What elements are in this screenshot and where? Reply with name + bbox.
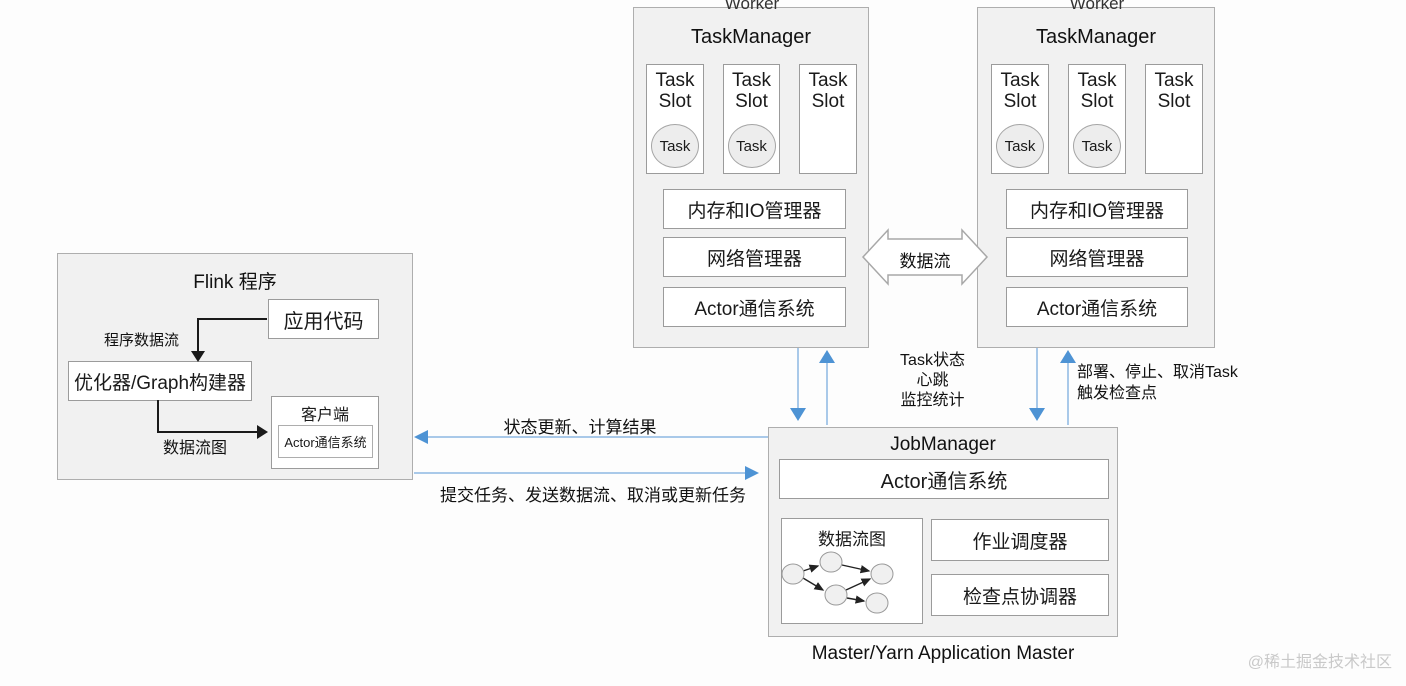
taskmanager-1-slot-2: Task Slot Task: [723, 64, 780, 174]
app-code-box: 应用代码: [268, 299, 379, 339]
task-circle: Task: [1073, 124, 1121, 168]
flink-program-panel: Flink 程序 应用代码 程序数据流 优化器/Graph构建器 数据流图 客户…: [57, 253, 413, 480]
status-update-label: 状态更新、计算结果: [503, 418, 657, 437]
task-circle: Task: [651, 124, 699, 168]
watermark: @稀土掘金技术社区: [1247, 654, 1392, 671]
taskmanager-2-worker-label: Worker: [1069, 0, 1125, 13]
monitor-stats-line: 监控统计: [900, 392, 965, 409]
jobmanager-subtitle: Master/Yarn Application Master: [811, 643, 1075, 664]
checkpoint-coordinator-box: 检查点协调器: [931, 574, 1109, 616]
dataflow-arrow-label: 数据流: [899, 252, 951, 271]
deploy-trigger-label: 部署、停止、取消Task 触发检查点: [1077, 363, 1257, 405]
trigger-checkpoint-line: 触发检查点: [1077, 384, 1158, 402]
taskmanager-2-title: TaskManager: [1035, 26, 1157, 48]
jobmanager-title: JobManager: [890, 434, 996, 455]
taskmanager-2-slot-2: Task Slot Task: [1068, 64, 1126, 174]
taskstatus-heartbeat-label: Task状态 心跳 监控统计: [870, 351, 995, 411]
taskmanager-2-slot-1: Task Slot Task: [991, 64, 1049, 174]
taskmanager-1-slot-3: Task Slot: [799, 64, 857, 174]
arrow-jobmanager-to-taskmanager1: [819, 350, 835, 425]
taskmanager-1-title: TaskManager: [690, 26, 812, 48]
client-title: 客户端: [300, 407, 349, 424]
program-dataflow-label: 程序数据流: [104, 332, 180, 349]
arrow-jobmanager-to-taskmanager2: [1060, 350, 1076, 425]
job-scheduler-box: 作业调度器: [931, 519, 1109, 561]
dataflow-graph-box-title: 数据流图: [818, 530, 886, 549]
taskmanager-2-panel: Worker TaskManager Task Slot Task Task S…: [977, 0, 1215, 348]
taskmanager-1-panel: Worker TaskManager Task Slot Task Task S…: [633, 0, 869, 348]
taskmanager-2-slot-3: Task Slot: [1145, 64, 1203, 174]
task-status-line: Task状态: [900, 352, 965, 369]
arrow-taskmanager2-to-jobmanager: [1029, 348, 1045, 421]
heartbeat-line: 心跳: [916, 372, 949, 389]
task-slot-label: Task Slot: [1077, 70, 1117, 113]
task-slot-label: Task Slot: [655, 70, 695, 113]
taskmanager-2-network-box: 网络管理器: [1006, 237, 1188, 277]
taskmanager-2-actor-box: Actor通信系统: [1006, 287, 1188, 327]
taskmanager-1-network-box: 网络管理器: [663, 237, 846, 277]
task-circle: Task: [727, 124, 776, 168]
task-slot-label: Task Slot: [1154, 70, 1194, 113]
taskmanager-1-actor-box: Actor通信系统: [663, 287, 846, 327]
flink-program-title: Flink 程序: [193, 272, 277, 293]
arrow-taskmanager1-to-jobmanager: [790, 348, 806, 421]
jobmanager-dataflow-graph-box: 数据流图: [781, 518, 923, 624]
dataflow-graph-label: 数据流图: [163, 440, 228, 457]
taskmanager-1-slot-1: Task Slot Task: [646, 64, 704, 174]
task-slot-label: Task Slot: [731, 70, 772, 113]
task-slot-label: Task Slot: [808, 70, 848, 113]
jobmanager-panel: JobManager Actor通信系统 数据流图 作业调度器 检查点协调器: [768, 427, 1118, 637]
optimizer-graph-builder-box: 优化器/Graph构建器: [68, 361, 252, 401]
client-actor-system-box: Actor通信系统: [278, 425, 373, 458]
task-slot-label: Task Slot: [1000, 70, 1040, 113]
taskmanager-2-memory-io-box: 内存和IO管理器: [1006, 189, 1188, 229]
deploy-stop-cancel-line: 部署、停止、取消Task: [1077, 364, 1238, 381]
client-box: 客户端 Actor通信系统: [271, 396, 379, 469]
taskmanager-1-memory-io-box: 内存和IO管理器: [663, 189, 846, 229]
taskmanager-1-worker-label: Worker: [724, 0, 780, 13]
submit-tasks-label: 提交任务、发送数据流、取消或更新任务: [440, 486, 746, 505]
jobmanager-actor-box: Actor通信系统: [779, 459, 1109, 499]
arrow-client-to-jobmanager: [414, 466, 759, 480]
task-circle: Task: [996, 124, 1044, 168]
